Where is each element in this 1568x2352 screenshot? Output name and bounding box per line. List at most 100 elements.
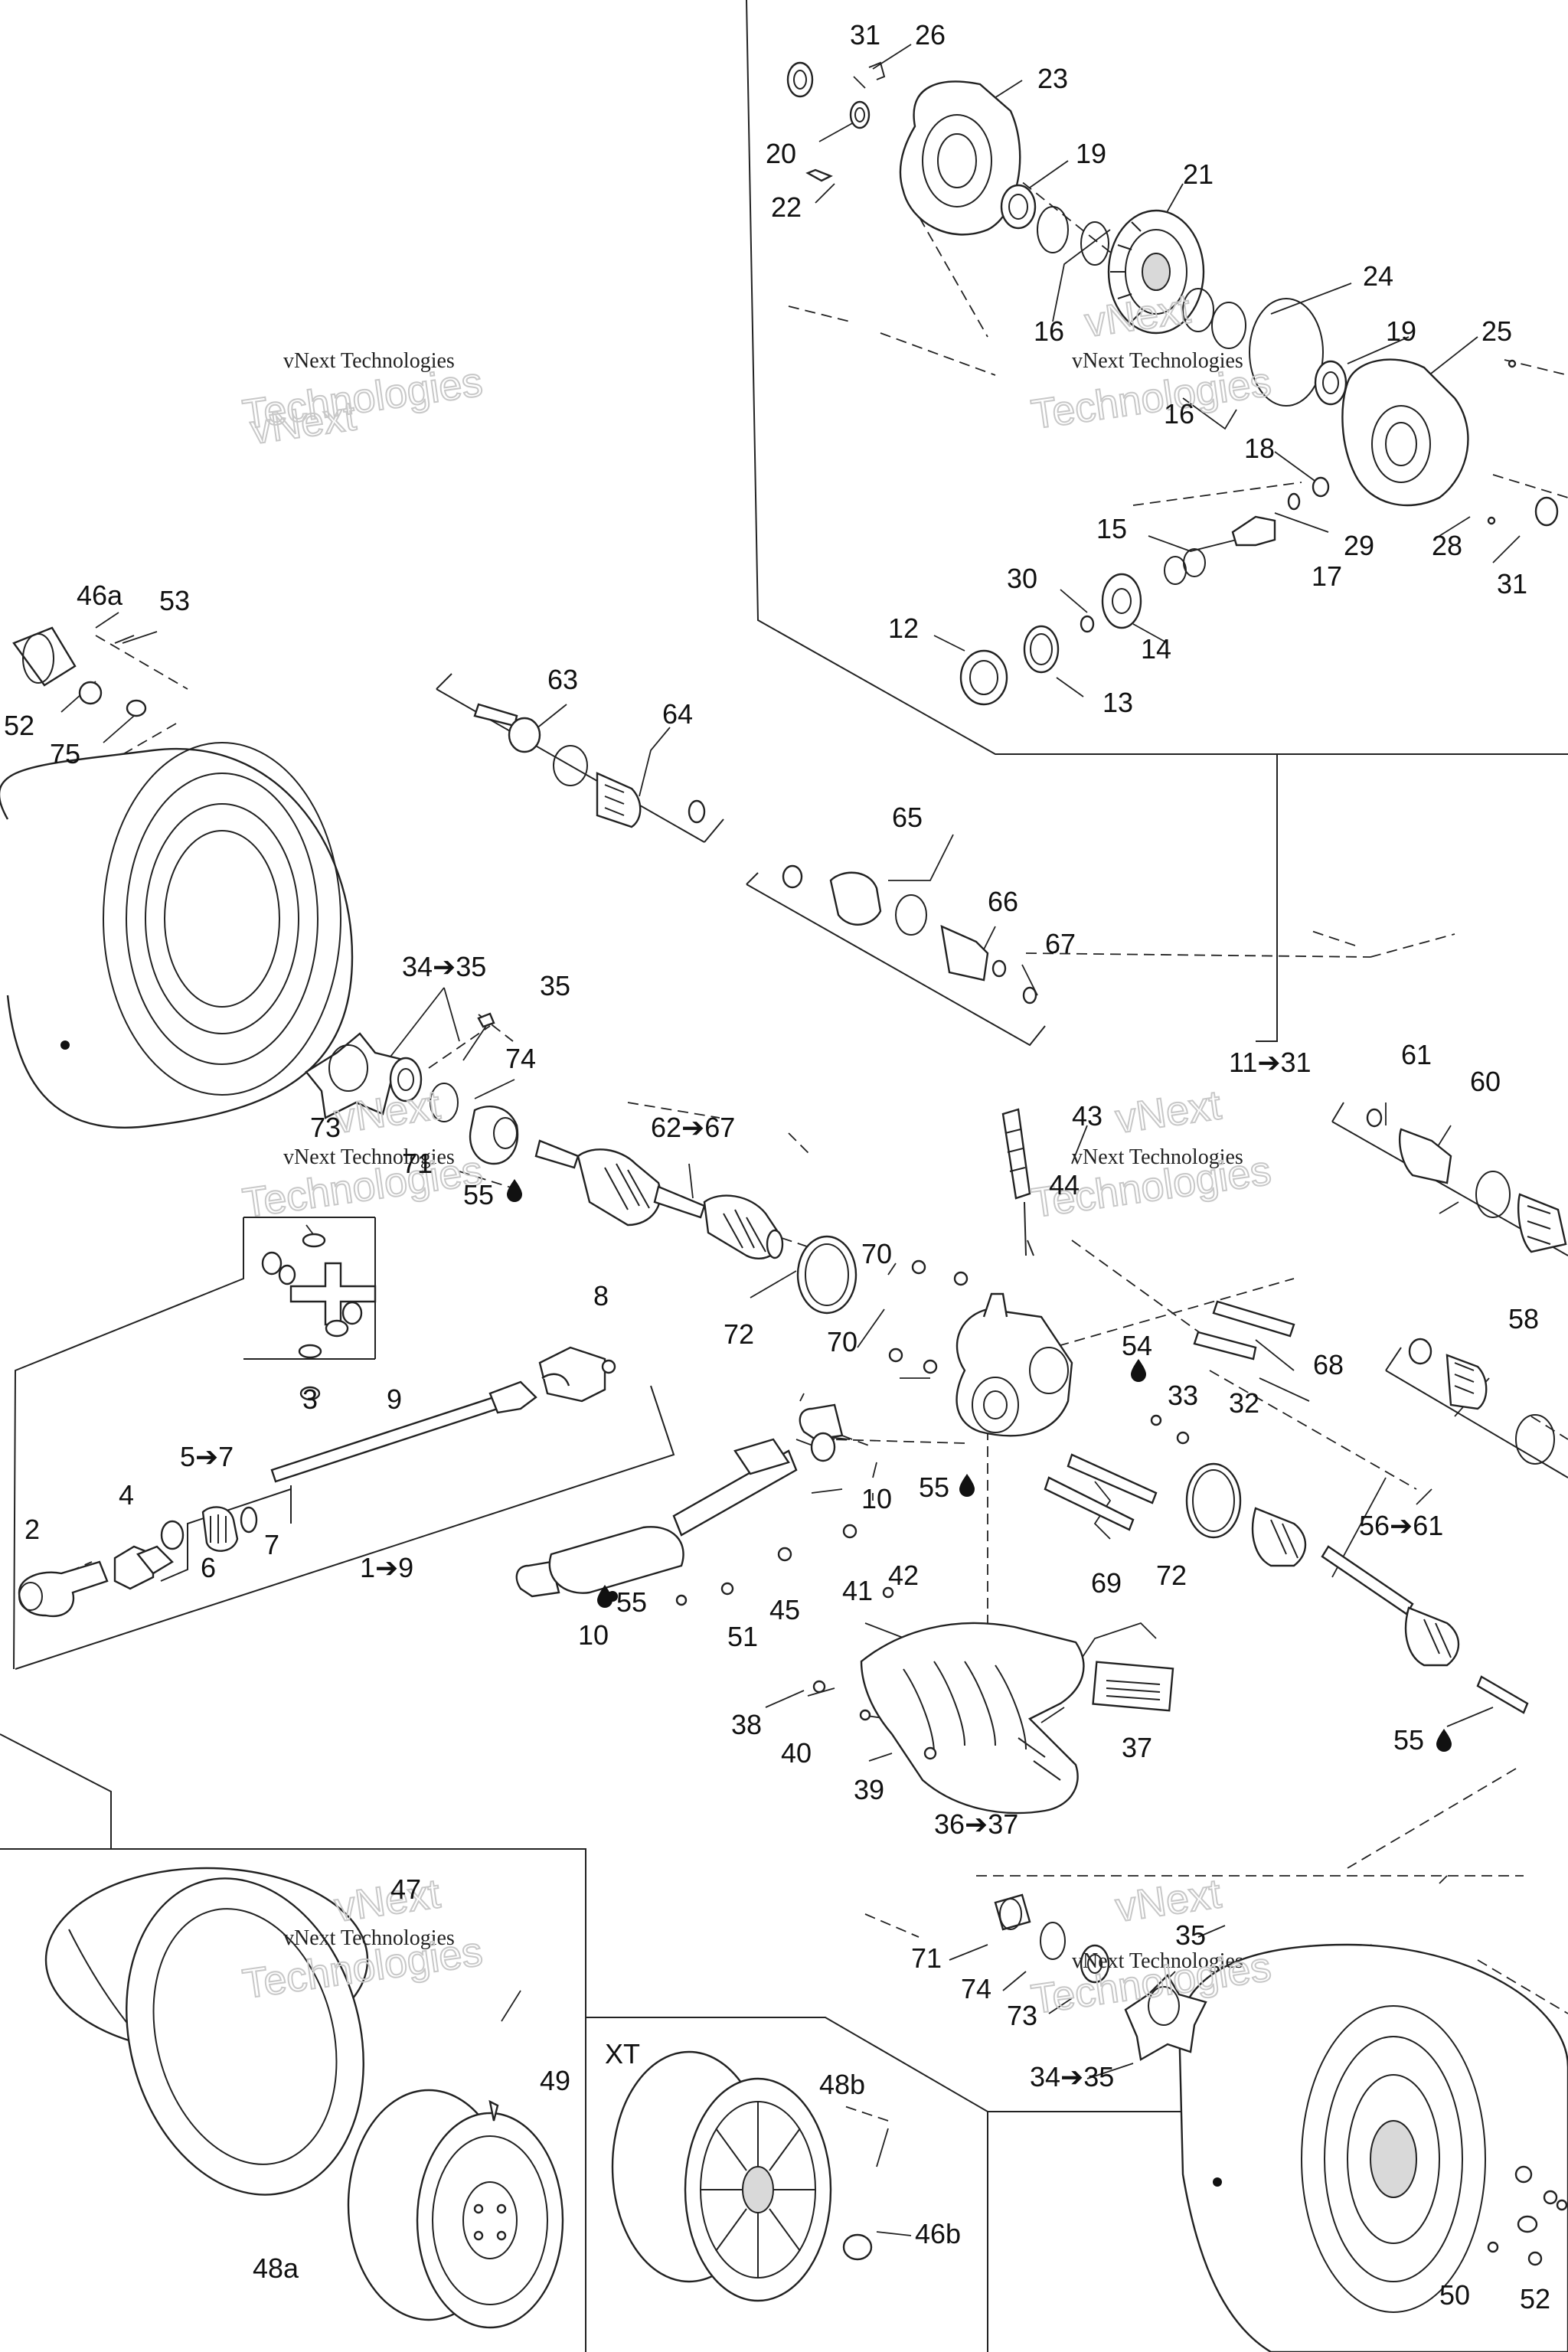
- callout-46b: 46b: [915, 2218, 961, 2249]
- callout-24: 24: [1363, 260, 1393, 292]
- callout-47: 47: [390, 1873, 421, 1905]
- callout-53: 53: [159, 585, 190, 616]
- callout-69: 69: [1091, 1567, 1122, 1599]
- callout-22: 22: [771, 191, 802, 223]
- half-shaft-assembly: [473, 703, 1037, 1315]
- callout-4: 4: [119, 1479, 134, 1511]
- callout-65: 65: [892, 802, 923, 833]
- callout-35: 35: [540, 970, 570, 1001]
- callout-19: 19: [1386, 315, 1416, 347]
- variant-label: XT: [605, 2038, 640, 2069]
- callout-19: 19: [1076, 138, 1106, 169]
- callout-10: 10: [861, 1483, 892, 1514]
- callout-56-61: 56➔61: [1359, 1510, 1443, 1541]
- skid-plate: [812, 1622, 1174, 1815]
- callout-60: 60: [1470, 1066, 1501, 1097]
- callout-6: 6: [201, 1552, 216, 1583]
- callout-3: 3: [302, 1383, 318, 1415]
- callout-32: 32: [1229, 1387, 1259, 1419]
- callout-1-9: 1➔9: [360, 1552, 413, 1583]
- callout-28: 28: [1432, 530, 1462, 561]
- callout-68: 68: [1313, 1349, 1344, 1380]
- center-driveshaft: [515, 1403, 894, 1606]
- callout-7: 7: [264, 1529, 279, 1560]
- bottom-right-wheel: [994, 1893, 1568, 2352]
- callout-61: 61: [1401, 1039, 1432, 1070]
- callout-16: 16: [1164, 398, 1194, 430]
- callout-75: 75: [50, 738, 80, 769]
- callout-11-31: 11➔31: [1229, 1047, 1312, 1078]
- callout-35: 35: [1175, 1919, 1206, 1951]
- callout-33: 33: [1168, 1380, 1198, 1411]
- rear-differential-exploded: [786, 61, 1559, 706]
- svg-text:vNext Technologies: vNext Technologies: [1072, 349, 1243, 373]
- svg-text:vNext Technologies: vNext Technologies: [283, 1926, 455, 1950]
- callout-73: 73: [310, 1112, 341, 1143]
- callout-29: 29: [1344, 530, 1374, 561]
- callout-66: 66: [988, 886, 1018, 917]
- callout-50: 50: [1439, 2279, 1470, 2311]
- watermark-group-2: vNext vNext Technologies Technologies: [1027, 285, 1275, 439]
- callout-21: 21: [1183, 158, 1214, 190]
- rim-48b: [611, 2050, 873, 2302]
- callout-55: 55: [1393, 1724, 1424, 1756]
- callout-70: 70: [827, 1326, 858, 1357]
- callout-55: 55: [616, 1586, 647, 1618]
- callout-40: 40: [781, 1737, 812, 1769]
- callout-20: 20: [766, 138, 796, 169]
- callout-43: 43: [1072, 1100, 1102, 1132]
- callout-31: 31: [1497, 568, 1527, 599]
- callout-41: 41: [842, 1575, 873, 1606]
- callout-9: 9: [387, 1383, 402, 1415]
- callout-71: 71: [402, 1148, 433, 1179]
- callout-74: 74: [505, 1043, 536, 1074]
- propshaft-assembly: [18, 1233, 616, 1618]
- callout-63: 63: [547, 664, 578, 695]
- callout-labels: 31 26 23 20 22 19 21 16 24 19 25 16 18 1…: [4, 19, 1550, 2314]
- callout-13: 13: [1102, 687, 1133, 718]
- svg-text:vNext Technologies: vNext Technologies: [1072, 1949, 1243, 1973]
- callout-48a: 48a: [253, 2252, 299, 2284]
- svg-text:vNext: vNext: [1082, 286, 1193, 346]
- callout-25: 25: [1481, 315, 1512, 347]
- callout-52: 52: [1520, 2283, 1550, 2314]
- callout-15: 15: [1096, 513, 1127, 544]
- oil-drop-icon: [597, 1585, 612, 1608]
- callout-5-7: 5➔7: [180, 1441, 234, 1472]
- svg-text:vNext: vNext: [332, 1870, 443, 1931]
- callout-38: 38: [731, 1709, 762, 1740]
- callout-16: 16: [1034, 315, 1064, 347]
- callout-18: 18: [1244, 433, 1275, 464]
- callout-55: 55: [919, 1472, 949, 1503]
- callout-70: 70: [861, 1238, 892, 1269]
- callout-42: 42: [888, 1560, 919, 1591]
- callout-55: 55: [463, 1179, 494, 1210]
- assembly-dashed-lines: [0, 129, 1568, 2122]
- callout-10: 10: [578, 1619, 609, 1651]
- callout-64: 64: [662, 698, 693, 730]
- callout-12: 12: [888, 612, 919, 644]
- differential-housing: [888, 1108, 1295, 1539]
- callout-72: 72: [1156, 1560, 1187, 1591]
- callout-48b: 48b: [819, 2069, 865, 2100]
- callout-14: 14: [1141, 633, 1171, 665]
- callout-23: 23: [1037, 63, 1068, 94]
- oil-drop-icon: [1131, 1359, 1146, 1382]
- svg-text:vNext Technologies: vNext Technologies: [283, 349, 455, 373]
- watermark-group-3: vNext vNext Technologies Technologies: [239, 1081, 486, 1227]
- svg-text:vNext: vNext: [1112, 1870, 1223, 1931]
- watermark-group-4: vNext vNext Technologies Technologies: [1027, 1081, 1275, 1227]
- callout-73: 73: [1007, 2000, 1037, 2031]
- callout-49: 49: [540, 2065, 570, 2096]
- oil-drop-icon: [959, 1474, 975, 1497]
- watermark-group-1: vNext vNext Technologies Technologies: [239, 349, 486, 454]
- callout-31: 31: [850, 19, 880, 51]
- svg-text:vNext: vNext: [1112, 1082, 1223, 1142]
- callout-62-67: 62➔67: [651, 1112, 735, 1143]
- callout-52: 52: [4, 710, 34, 741]
- callout-36-37: 36➔37: [934, 1808, 1018, 1840]
- bottom-left-tire: [44, 1867, 369, 2196]
- callout-51: 51: [727, 1621, 758, 1652]
- svg-text:vNext Technologies: vNext Technologies: [283, 1145, 455, 1169]
